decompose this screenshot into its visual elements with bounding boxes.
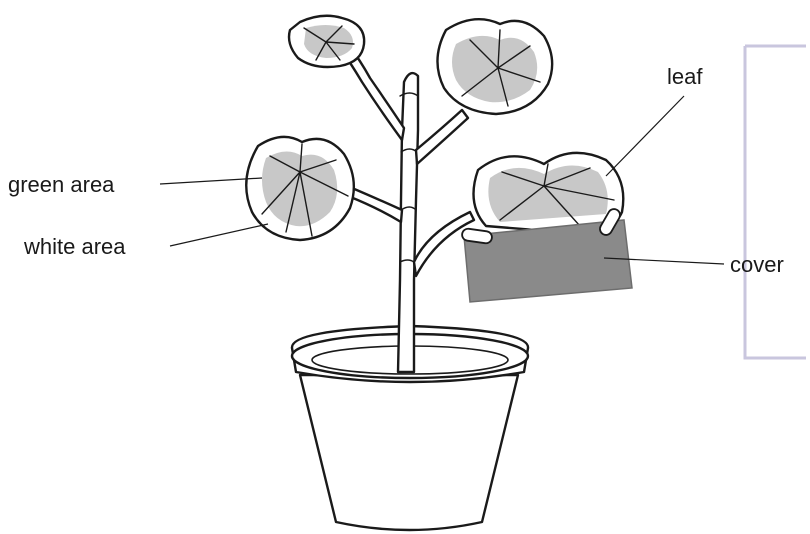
label-cover: cover	[730, 252, 784, 277]
leaf-top-right	[437, 19, 552, 114]
label-leaf: leaf	[667, 64, 703, 89]
side-frame	[745, 46, 806, 358]
label-green-area: green area	[8, 172, 115, 197]
leader-white-area	[170, 224, 268, 246]
label-white-area: white area	[23, 234, 126, 259]
leaf-right	[474, 153, 624, 233]
leader-leaf	[606, 96, 684, 176]
leaf-left	[246, 137, 354, 240]
leaf-top-left	[289, 16, 364, 67]
